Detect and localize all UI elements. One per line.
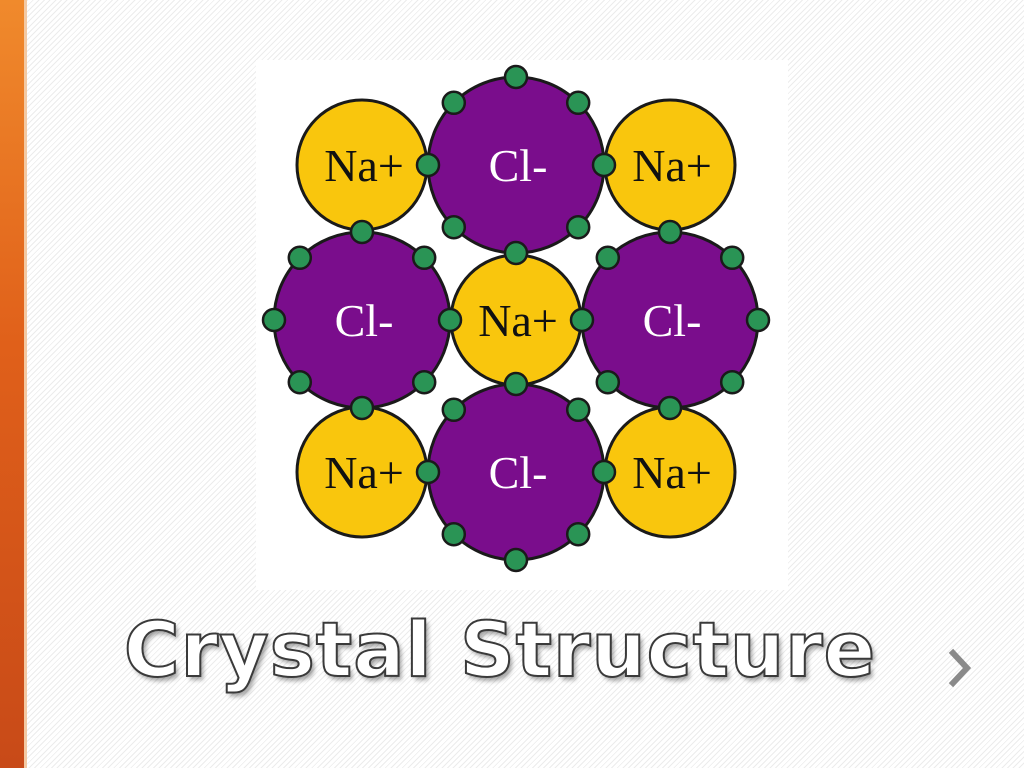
electron-dot — [415, 152, 441, 178]
electron-dot — [565, 214, 591, 240]
electron-dot — [719, 245, 745, 271]
electron-dot — [595, 245, 621, 271]
chloride-label: Cl- — [335, 295, 394, 346]
chevron-right-icon — [948, 648, 972, 688]
next-slide-button[interactable] — [935, 640, 985, 696]
electron-dot — [565, 397, 591, 423]
electron-dot — [415, 459, 441, 485]
electron-dot — [745, 307, 771, 333]
crystal-diagram: Na+ Cl- Na+ Cl- Na+ Cl- Na+ Cl- Na+ — [256, 60, 788, 590]
electron-dot — [441, 521, 467, 547]
accent-bar-edge — [24, 0, 27, 768]
electron-dot — [595, 369, 621, 395]
electron-dot — [261, 307, 287, 333]
electron-dot — [411, 369, 437, 395]
electron-dot — [569, 307, 595, 333]
crystal-lattice-svg: Na+ Cl- Na+ Cl- Na+ Cl- Na+ Cl- Na+ — [261, 64, 771, 573]
electron-dot — [349, 395, 375, 421]
electron-dot — [719, 369, 745, 395]
chloride-label: Cl- — [643, 295, 702, 346]
electron-dot — [503, 64, 529, 90]
sodium-label: Na+ — [632, 140, 712, 191]
sodium-label: Na+ — [324, 140, 404, 191]
electron-dot — [441, 90, 467, 116]
electron-dot — [349, 219, 375, 245]
sodium-label: Na+ — [632, 447, 712, 498]
slide-title: Crystal Structure — [123, 604, 877, 695]
electron-dot — [657, 395, 683, 421]
electron-dot — [503, 547, 529, 573]
electron-dot — [591, 152, 617, 178]
sodium-label: Na+ — [478, 295, 558, 346]
electron-dot — [441, 214, 467, 240]
accent-bar — [0, 0, 24, 768]
electron-dot — [437, 307, 463, 333]
electron-dot — [503, 371, 529, 397]
chloride-label: Cl- — [489, 447, 548, 498]
electron-dot — [287, 245, 313, 271]
electron-dot — [441, 397, 467, 423]
electron-dot — [565, 90, 591, 116]
electron-dot — [657, 219, 683, 245]
electron-dot — [565, 521, 591, 547]
chloride-label: Cl- — [489, 140, 548, 191]
electron-dot — [411, 245, 437, 271]
electron-dot — [591, 459, 617, 485]
sodium-label: Na+ — [324, 447, 404, 498]
electron-dot — [287, 369, 313, 395]
electron-dot — [503, 240, 529, 266]
